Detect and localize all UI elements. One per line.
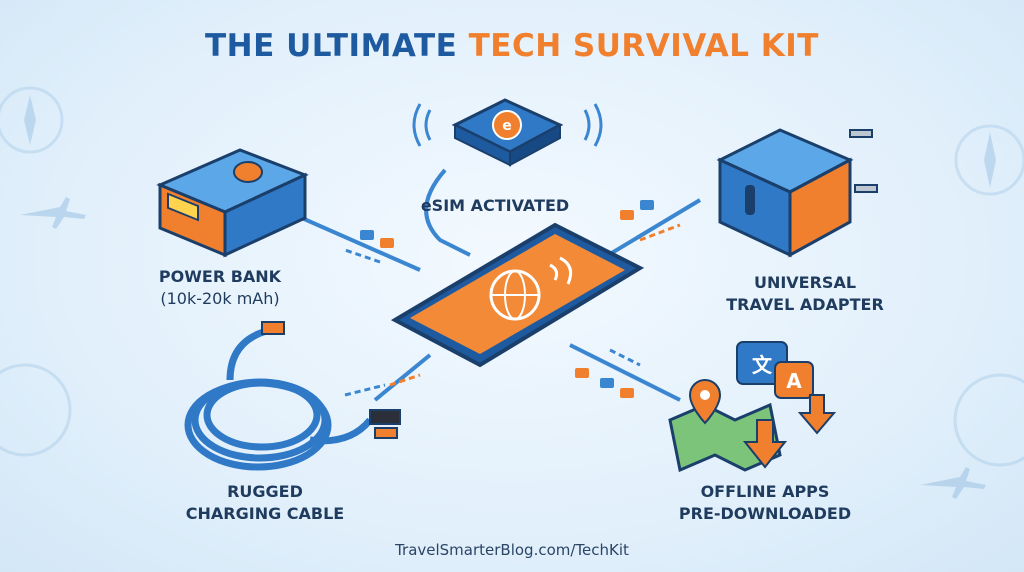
offline-apps-label: OFFLINE APPS PRE-DOWNLOADED — [660, 481, 870, 525]
power-bank-capacity: (10k-20k mAh) — [160, 289, 280, 308]
title-part1: THE ULTIMATE — [205, 28, 458, 64]
translate-icon — [736, 341, 814, 399]
power-bank-icon — [156, 148, 309, 258]
esim-chip-letter: e — [502, 118, 512, 134]
offline-apps-line2: PRE-DOWNLOADED — [678, 504, 852, 523]
adapter-line1: UNIVERSAL — [753, 273, 857, 292]
adapter-label: UNIVERSAL TRAVEL ADAPTER — [700, 272, 910, 316]
power-bank-title: POWER BANK — [158, 267, 282, 286]
footer-url: TravelSmarterBlog.com/TechKit — [395, 541, 629, 559]
esim-label: eSIM ACTIVATED — [420, 196, 570, 215]
translate-glyph-target: A — [786, 369, 802, 393]
title-part2: TECH SURVIVAL KIT — [468, 28, 819, 64]
translate-glyph-source: 文 — [752, 353, 773, 377]
smartphone-icon — [390, 222, 645, 368]
esim-chip-icon — [412, 98, 603, 167]
compass-icon — [0, 86, 1024, 196]
charging-cable-icon — [184, 326, 373, 471]
download-arrow-icon — [742, 394, 837, 469]
page-title: THE ULTIMATE TECH SURVIVAL KIT — [0, 28, 1024, 64]
travel-adapter-icon — [716, 128, 878, 258]
connector-lines — [294, 168, 702, 402]
cable-line1: RUGGED — [227, 482, 303, 501]
cable-line2: CHARGING CABLE — [185, 504, 345, 523]
offline-apps-line1: OFFLINE APPS — [700, 482, 830, 501]
airplane-icon — [20, 197, 986, 499]
offline-map-icon — [668, 378, 782, 473]
data-packets — [360, 200, 654, 398]
cable-label: RUGGED CHARGING CABLE — [160, 481, 370, 525]
power-bank-label: POWER BANK (10k-20k mAh) — [120, 266, 320, 310]
adapter-line2: TRAVEL ADAPTER — [726, 295, 884, 314]
globe-icon — [0, 363, 1024, 467]
data-arrows — [344, 223, 681, 397]
usb-connectors-icon — [261, 321, 401, 439]
